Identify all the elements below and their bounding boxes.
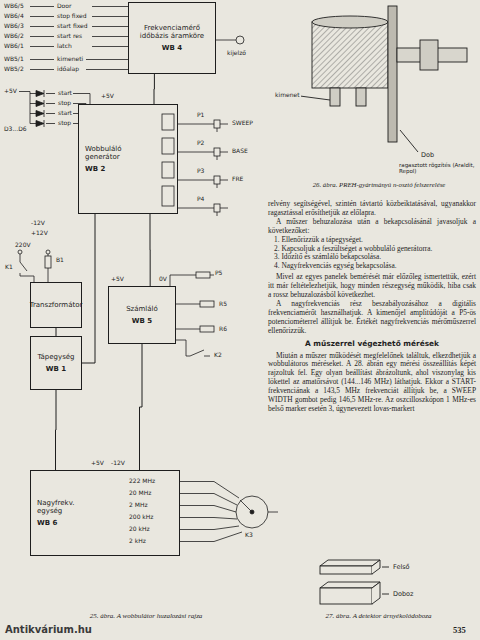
wire-connector	[150, 214, 151, 286]
module-code: WB 4	[162, 44, 182, 52]
body-text: relvény segítségével, szintén távtartó k…	[268, 200, 476, 218]
wire-connector	[82, 214, 95, 363]
signal-label: kimeneti	[56, 56, 84, 63]
signal-label: SWEEP	[231, 120, 254, 127]
signal-label: +5V	[3, 88, 18, 95]
body-text: 4. Nagyfrekvenciás egység bekapcsolása.	[268, 262, 476, 271]
wire-connector	[140, 344, 143, 470]
signal-label: 20 kHz	[128, 526, 151, 533]
signal-label: 0V	[158, 276, 168, 283]
signal-label: D3...D6	[3, 126, 28, 133]
signal-label: P5	[214, 270, 223, 277]
signal-label: WB6/3	[3, 23, 25, 30]
signal-label: P3	[196, 168, 205, 175]
signal-label: 200 kHz	[128, 514, 155, 521]
module-box: Tápegység WB 1	[30, 336, 82, 390]
signal-label: 220V	[14, 242, 32, 249]
signal-label: 20 MHz	[128, 490, 152, 497]
signal-label: 2 MHz	[128, 502, 149, 509]
wire-connector	[154, 74, 155, 104]
signal-label: WB5/2	[3, 66, 25, 73]
signal-label: -12V	[30, 220, 46, 227]
signal-label: start	[57, 90, 73, 97]
signal-label: P2	[196, 140, 205, 147]
module-box: Számláló WB 5	[108, 286, 176, 344]
signal-label: 222 MHz	[128, 478, 156, 485]
signal-label: stop fixed	[56, 13, 88, 20]
module-box: Wobbuláló generátor WB 2	[78, 104, 178, 214]
module-code: WB 1	[46, 365, 66, 373]
signal-label: stop	[57, 100, 72, 107]
signal-label: WB6/5	[3, 3, 25, 10]
signal-label: R6	[218, 326, 228, 333]
signal-label: WB6/1	[3, 43, 25, 50]
body-text: A műszer behuzalozása után a bekapcsolás…	[268, 218, 476, 236]
signal-label: R5	[218, 301, 228, 308]
body-text: Mivel az egyes panelek bemérését már elő…	[268, 273, 476, 300]
signal-label: +5V	[100, 93, 115, 100]
page-number: 535	[452, 626, 467, 636]
module-name: Tápegység	[37, 353, 74, 361]
watermark: Antikvárium.hu	[4, 624, 93, 636]
figure-caption: 26. ábra. PREH-gyártmányú n-osztó felsze…	[283, 181, 475, 189]
signal-label: +5V	[110, 276, 125, 283]
signal-label: WB6/2	[3, 33, 25, 40]
module-name: Transzformátor	[30, 301, 83, 309]
signal-label: K1	[4, 264, 14, 271]
signal-label: +12V	[30, 230, 49, 237]
module-box: Frekvenciamérő időbázis áramköre WB 4	[128, 2, 216, 74]
signal-label: 2 kHz	[128, 538, 147, 545]
signal-label: K3	[244, 532, 254, 539]
section-heading: A műszerrel végezhető mérések	[268, 340, 476, 349]
signal-label: stop	[57, 120, 72, 127]
signal-label: K2	[213, 352, 223, 359]
signal-label: P1	[196, 112, 205, 119]
signal-label: Dob	[420, 152, 435, 159]
body-text: Miután a műszer működését megfelelőnek t…	[268, 352, 476, 414]
signal-label: P4	[196, 196, 205, 203]
body-text: 2. Kapcsoljuk a feszültséget a wobbuláló…	[268, 245, 476, 254]
signal-label: Felső	[392, 564, 411, 571]
signal-label: WB5/1	[3, 56, 25, 63]
module-code: WB 5	[132, 317, 152, 325]
figure-caption: 27. ábra. A detektor árnyékolódoboza	[280, 612, 477, 620]
signal-label: kimenet	[274, 92, 301, 99]
signal-label: WB6/4	[3, 13, 25, 20]
signal-label: FRE	[231, 176, 244, 183]
body-text: 1. Ellenőrizzük a tápegységet.	[268, 236, 476, 245]
body-text: 3. Időzítő és számláló bekapcsolása.	[268, 253, 476, 262]
signal-label: Doboz	[392, 591, 415, 598]
module-name: Nagyfrekv. egység	[37, 499, 101, 515]
module-box: Transzformátor	[30, 282, 82, 328]
figure-caption: 25. ábra. A wobbulátor huzalozási rajza	[30, 612, 262, 620]
module-box: Nagyfrekv. egység WB 6	[30, 470, 180, 556]
signal-label: start	[57, 110, 73, 117]
signal-label: +5V	[90, 460, 105, 467]
signal-label: ragasztott rögzítés (Araldit, Repol)	[398, 162, 478, 175]
body-text: A nagyfrekvenciás rész beszabályozásához…	[268, 300, 476, 336]
wire-connector	[55, 390, 57, 470]
signal-label: BASE	[231, 148, 249, 155]
signal-label: latch	[56, 43, 73, 50]
signal-label: időalap	[56, 66, 80, 73]
text-column: relvény segítségével, szintén távtartó k…	[268, 200, 476, 414]
module-name: Frekvenciamérő időbázis áramköre	[132, 24, 212, 40]
module-name: Számláló	[126, 305, 158, 313]
signal-label: -12V	[110, 460, 126, 467]
signal-label: Door	[56, 3, 72, 10]
signal-label: start fixed	[56, 23, 89, 30]
signal-label: kijelző	[226, 50, 247, 57]
signal-label: B1	[55, 257, 65, 264]
wire-connector	[56, 328, 57, 336]
module-code: WB 6	[37, 519, 57, 527]
module-code: WB 2	[85, 165, 105, 173]
module-name: Wobbuláló generátor	[85, 145, 155, 161]
signal-label: start res	[56, 33, 83, 40]
